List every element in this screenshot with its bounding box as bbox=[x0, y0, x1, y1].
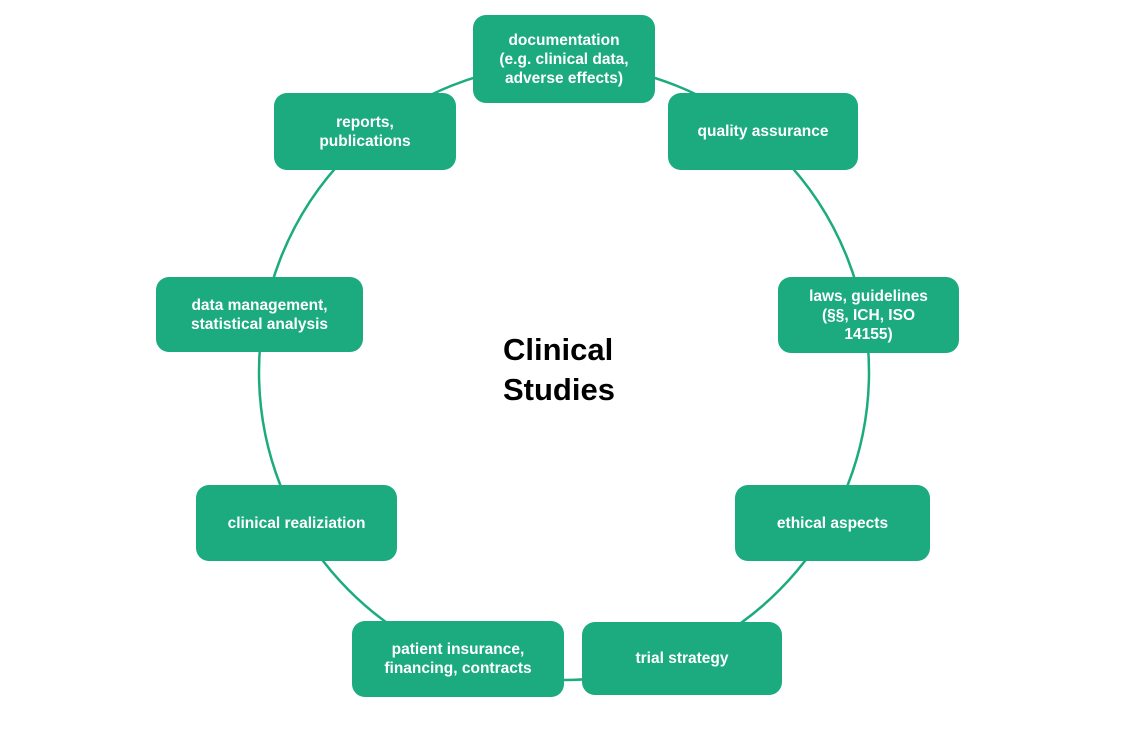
node-laws-guidelines: laws, guidelines (§§, ICH, ISO 14155) bbox=[778, 277, 959, 353]
node-trial-strategy-label: trial strategy bbox=[635, 650, 729, 667]
node-ethical-aspects: ethical aspects bbox=[735, 485, 930, 561]
diagram-center-title: Clinical Studies bbox=[503, 332, 615, 407]
node-patient-insurance-label: patient insurance, financing, contracts bbox=[384, 641, 532, 677]
node-data-management-label: data management, statistical analysis bbox=[191, 296, 328, 333]
node-data-management: data management, statistical analysis bbox=[156, 277, 363, 352]
node-quality-assurance-label: quality assurance bbox=[697, 123, 829, 140]
node-clinical-realiziation: clinical realiziation bbox=[196, 485, 397, 561]
node-documentation: documentation (e.g. clinical data, adver… bbox=[473, 15, 655, 103]
node-clinical-realiziation-label: clinical realiziation bbox=[227, 514, 366, 532]
node-reports-publications: reports, publications bbox=[274, 93, 456, 170]
node-laws-guidelines-label: laws, guidelines (§§, ICH, ISO 14155) bbox=[809, 287, 928, 343]
node-trial-strategy: trial strategy bbox=[582, 622, 782, 695]
node-quality-assurance: quality assurance bbox=[668, 93, 858, 170]
node-ethical-aspects-label: ethical aspects bbox=[776, 514, 889, 532]
node-patient-insurance: patient insurance, financing, contracts bbox=[352, 621, 564, 697]
node-reports-publications-label: reports, publications bbox=[319, 113, 411, 150]
node-documentation-label: documentation (e.g. clinical data, adver… bbox=[499, 31, 629, 87]
